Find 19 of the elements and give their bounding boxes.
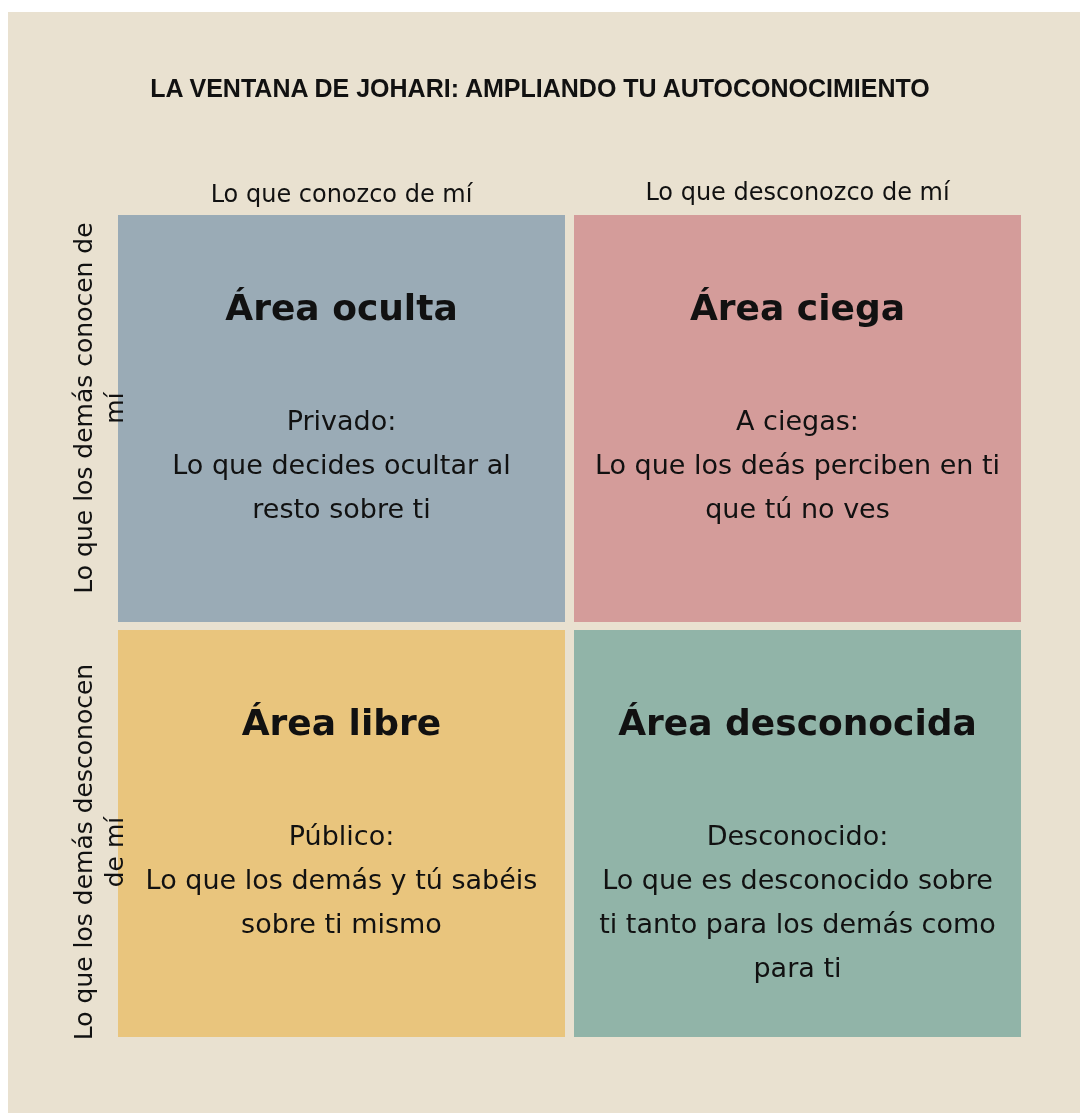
quadrant-heading: Área ciega [689,287,906,328]
quadrant-panel [574,215,1021,622]
category-label: Desconocido: [705,820,890,851]
column-label: Lo que desconozco de mí [644,178,951,206]
quadrant-heading: Área libre [240,702,443,743]
row-label: Lo que los demás conocen de mí [68,221,130,596]
category-label: Privado: [285,405,398,436]
description: Lo que los deás perciben en ti que tú no ves [594,448,1001,526]
quadrant-panel [574,630,1021,1037]
row-label: Lo que los demás desconocen de mí [68,662,130,1043]
category-label: Público: [287,820,396,851]
title: LA VENTANA DE JOHARI: AMPLIANDO TU AUTOCONOCIMIENTO [149,74,931,103]
description: Lo que los demás y tú sabéis sobre ti mismo [144,863,539,941]
description: Lo que decides ocultar al resto sobre ti [171,448,512,526]
column-label: Lo que conozco de mí [209,180,474,208]
quadrant-heading: Área desconocida [617,702,978,743]
description: Lo que es desconocido sobre ti tanto para los demás como para ti [598,863,997,985]
quadrant-heading: Área oculta [224,287,459,328]
category-label: A ciegas: [735,405,860,436]
